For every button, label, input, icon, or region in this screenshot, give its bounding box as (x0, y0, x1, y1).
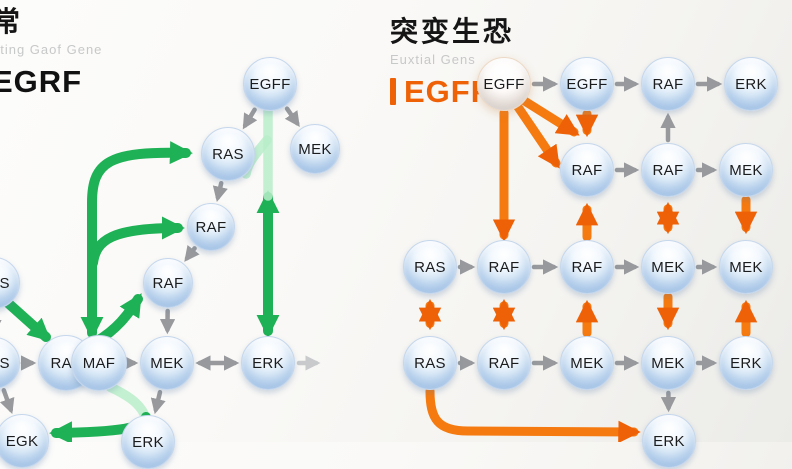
right-chinese-title: 突变生恐 (390, 18, 514, 46)
node-label: ERK (132, 434, 164, 451)
node-left-mek: MEK (140, 336, 194, 390)
node-label: EGFF (483, 76, 524, 93)
node-label: RAF (572, 259, 603, 276)
node-left-raf: RAF (143, 258, 193, 308)
node-right-ras: RAS (403, 240, 457, 294)
node-label: RAS (414, 259, 446, 276)
node-label: MEK (729, 162, 762, 179)
node-label: RAF (196, 219, 227, 236)
node-right-raf: RAF (477, 336, 531, 390)
node-label: ERK (653, 433, 685, 450)
left-gene-label: EGRF (0, 66, 82, 97)
edge-gray-l_rasB-l_egk (4, 390, 11, 409)
node-label: RAS (212, 146, 244, 163)
edge-gray-l_mek2-l_erk2 (156, 392, 160, 409)
node-right-egff: EGFF (477, 57, 531, 111)
node-right-mek: MEK (719, 143, 773, 197)
node-left-erk: ERK (121, 415, 175, 469)
node-label: MEK (729, 259, 762, 276)
node-left-maf: MAF (71, 335, 127, 391)
node-label: MEK (651, 259, 684, 276)
edge-green-path (8, 303, 46, 337)
node-label: MEK (570, 355, 603, 372)
node-label: ERK (730, 355, 762, 372)
node-label: MEK (150, 355, 183, 372)
accent-bar (390, 78, 396, 105)
node-right-raf: RAF (477, 240, 531, 294)
page-root: { "titles": { "left": { "cn": "常", "subt… (0, 0, 792, 442)
node-left-raf: RAF (187, 203, 235, 251)
node-right-erk: ERK (724, 57, 778, 111)
node-label: RAF (653, 76, 684, 93)
diagram-canvas: 常 ating Gaof Gene EGRF 突变生恐 Euxtial Gens… (0, 0, 792, 442)
node-label: RAF (489, 355, 520, 372)
left-panel-title: 常 ating Gaof Gene EGRF (0, 8, 102, 97)
node-label: ERK (252, 355, 284, 372)
node-right-raf: RAF (641, 143, 695, 197)
node-label: RAF (572, 162, 603, 179)
node-label: RAF (153, 275, 184, 292)
node-right-erk: ERK (642, 414, 696, 468)
node-right-mek: MEK (560, 336, 614, 390)
node-left-egk: EGK (0, 414, 49, 468)
node-label: RAS (414, 355, 446, 372)
node-label: EGFF (249, 76, 290, 93)
node-label: ERK (735, 76, 767, 93)
node-right-raf: RAF (560, 240, 614, 294)
edge-orange-path (430, 391, 634, 432)
node-right-mek: MEK (641, 336, 695, 390)
node-right-ras: RAS (403, 336, 457, 390)
node-right-raf: RAF (641, 57, 695, 111)
node-label: EGK (6, 433, 39, 450)
edge-gray-l_raf1-l_raf2 (187, 248, 194, 258)
node-left-erk: ERK (241, 336, 295, 390)
node-label: EGFF (566, 76, 607, 93)
node-left-mek: MEK (290, 124, 340, 174)
left-chinese-title: 常 (0, 8, 102, 36)
node-label: MEK (651, 355, 684, 372)
edge-gray-l_egff-l_ras1 (245, 110, 254, 126)
edge-gray-l_egff-l_mek1 (287, 109, 297, 124)
node-right-raf: RAF (560, 143, 614, 197)
node-label: RAS (0, 355, 10, 372)
node-left-ras: RAS (201, 127, 255, 181)
node-right-egff: EGFF (560, 57, 614, 111)
node-right-mek: MEK (719, 240, 773, 294)
node-label: RAF (653, 162, 684, 179)
node-label: RAF (489, 259, 520, 276)
node-left-egff: EGFF (243, 57, 297, 111)
left-english-subtitle: ating Gaof Gene (0, 42, 102, 57)
node-label: RAS (0, 275, 10, 292)
node-label: MAF (83, 355, 116, 372)
node-right-mek: MEK (641, 240, 695, 294)
edge-gray-l_ras1-l_raf1 (218, 183, 221, 197)
left-gene-row: EGRF (0, 66, 102, 97)
node-label: MEK (298, 141, 331, 158)
edge-greenLight-path (110, 387, 146, 419)
node-right-erk: ERK (719, 336, 773, 390)
